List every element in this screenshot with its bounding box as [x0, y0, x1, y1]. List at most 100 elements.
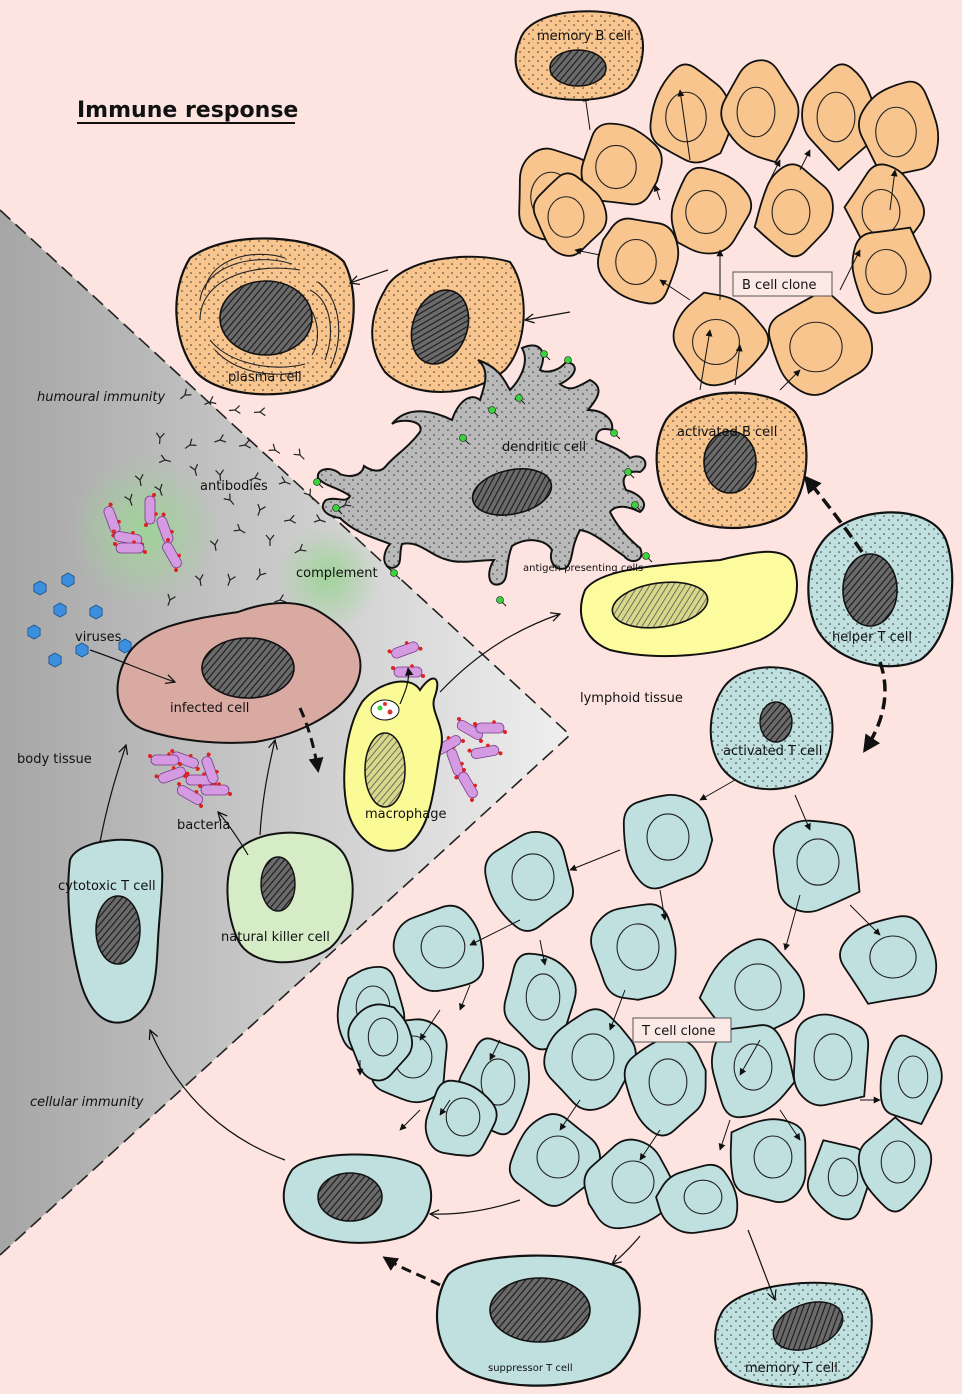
b-clone-nucleus [615, 238, 657, 286]
b-clone-arrow [779, 369, 801, 391]
t-clone-arrow [783, 894, 801, 951]
t-clone-arrow [849, 904, 881, 936]
t-clone-cell [655, 1163, 739, 1234]
antibody-icon [214, 434, 227, 443]
t-cell-clone-cluster [336, 779, 943, 1234]
t-clone-cell [392, 904, 485, 992]
b-clone-arrow [799, 149, 811, 171]
arrow-macrophage-to-apc [439, 614, 560, 693]
b-clone-nucleus [685, 189, 727, 235]
antigen [631, 501, 639, 509]
t-clone-cell [503, 952, 577, 1051]
t-clone-nucleus [796, 838, 840, 886]
complement-label: complement [296, 566, 378, 581]
b-clone-arrow [769, 159, 781, 181]
helper-t-cell [807, 511, 954, 668]
bacterium-icon [198, 782, 232, 796]
antigen [564, 356, 572, 364]
infected-cell [116, 602, 362, 744]
t-clone-cell [590, 903, 677, 1001]
bacterium-icon [162, 538, 182, 572]
activated-t-cell-label: activated T cell [723, 744, 822, 759]
b-clone-cell [580, 122, 663, 206]
b-clone-arrow [582, 94, 591, 131]
activated-t-cell [709, 666, 834, 791]
t-clone-arrow [779, 1109, 801, 1141]
activated-b-cell-label: activated B cell [677, 425, 777, 440]
t-clone-nucleus [753, 1135, 793, 1179]
t-clone-cell [857, 1116, 933, 1213]
t-clone-nucleus [897, 1055, 929, 1099]
b-cell [371, 255, 525, 393]
antibody-icon [204, 396, 217, 405]
t-clone-cell [772, 819, 861, 913]
suppressor-t-cell [435, 1254, 641, 1387]
helper-t-cell-label: helper T cell [832, 630, 912, 645]
b-clone-arrow [699, 329, 713, 391]
b-clone-cell [720, 59, 800, 164]
arrow-viruses-to-infected [89, 649, 175, 682]
virus-icon [53, 602, 67, 618]
arrow-infected-to-macrophage [298, 707, 324, 773]
arrow-clone-to-b [525, 311, 571, 320]
activated-b-cell [655, 391, 808, 530]
antibody-icon [265, 534, 275, 546]
t-clone-nucleus [480, 1058, 516, 1106]
t-clone-arrow [439, 1099, 451, 1116]
b-clone-arrow [889, 169, 898, 211]
virus-icon [61, 572, 75, 588]
b-clone-nucleus [875, 106, 917, 158]
antigen [496, 596, 504, 604]
dendritic-cell-label: dendritic cell [502, 440, 586, 455]
b-clone-arrow [653, 184, 661, 201]
arrow-helper-to-activated-b [803, 475, 864, 553]
bacterium-icon [144, 493, 158, 527]
virus-icon [118, 638, 132, 654]
memory-b-cell [514, 10, 644, 101]
antibody-icon [253, 407, 266, 417]
t-clone-nucleus [733, 1043, 773, 1091]
t-clone-nucleus [646, 813, 690, 861]
antibody-icon [274, 594, 287, 603]
antibody-icon [227, 573, 236, 586]
diagram-title: Immune response [77, 98, 298, 123]
t-clone-arrow [608, 989, 626, 1031]
antigen [540, 350, 548, 358]
antibodies-label: antibodies [200, 479, 268, 494]
memory-t-cell-label: memory T cell [745, 1361, 838, 1376]
antibody-icon [134, 474, 144, 487]
antigen [332, 504, 340, 512]
antibody-icon [339, 498, 352, 509]
macrophage-label: macrophage [365, 807, 447, 822]
bacteria-label: bacteria [177, 818, 230, 833]
t-clone-arrow [459, 984, 471, 1011]
cytotoxic-t-cell-label: cytotoxic T cell [58, 879, 156, 894]
b-clone-nucleus [692, 318, 740, 366]
antibody-icon [278, 476, 291, 485]
natural-killer-cell [226, 831, 354, 964]
t-clone-nucleus [525, 973, 561, 1021]
t-clone-nucleus [813, 1033, 853, 1081]
virus-icon [33, 580, 47, 596]
plasma-cell-label: plasma cell [228, 370, 302, 385]
antibody-icon [257, 503, 266, 516]
arrow-clone-to-suppressor [612, 1235, 641, 1264]
antibody-icon [158, 454, 171, 464]
t-clone-arrow [559, 1099, 581, 1131]
bacterium-icon [458, 768, 478, 802]
b-clone-nucleus [816, 91, 856, 143]
bacterium-icon [176, 782, 204, 808]
antibody-icon [303, 488, 314, 501]
b-clone-nucleus [771, 188, 811, 236]
antibody-icon [256, 568, 267, 581]
cytotoxic-t-cell [67, 838, 164, 1024]
b-clone-cell [768, 288, 874, 396]
antigen [459, 434, 467, 442]
t-clone-cell [623, 1037, 707, 1137]
memory-b-cell-label: memory B cell [537, 29, 631, 44]
antibody-icon [238, 439, 251, 449]
b-clone-nucleus [595, 144, 637, 190]
arrow-clone-to-migrating [430, 1199, 521, 1214]
arrow-cytotoxic-to-infected [99, 745, 126, 843]
antigen [313, 478, 321, 486]
